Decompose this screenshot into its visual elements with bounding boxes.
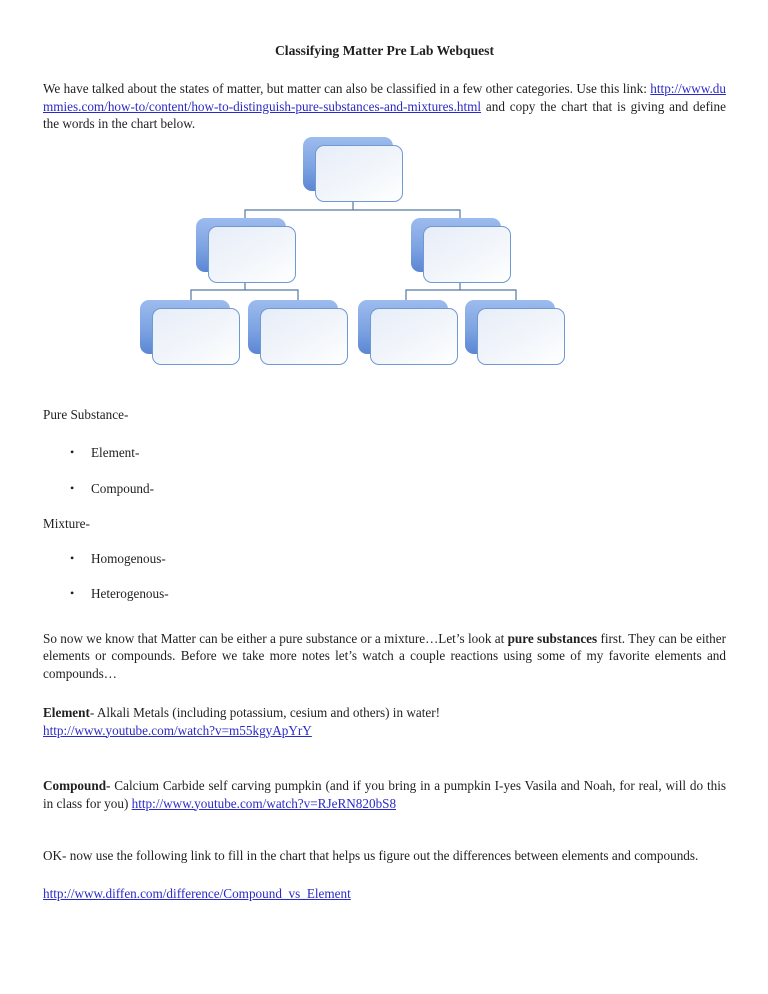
matter-paragraph: So now we know that Matter can be either… bbox=[43, 630, 726, 683]
element-text: - Alkali Metals (including potassium, ce… bbox=[89, 705, 441, 720]
intro-text-after: and copy the chart that is giving and de… bbox=[43, 98, 726, 132]
compound-text: Calcium Carbide self carving pumpkin (an… bbox=[43, 778, 726, 811]
chart-node-leaf-4 bbox=[465, 299, 565, 365]
matter-text-after: first. They can be either elements or co… bbox=[43, 630, 726, 681]
document-title: Classifying Matter Pre Lab Webquest bbox=[274, 43, 494, 58]
node-face bbox=[260, 307, 348, 365]
classification-org-chart bbox=[43, 136, 726, 369]
node-face bbox=[208, 225, 296, 283]
diffen-link[interactable]: http://www.diffen.com/difference/Compoun… bbox=[43, 885, 351, 901]
dummies-link[interactable]: http://www.dummies.com/how-to/content/ho… bbox=[43, 81, 726, 114]
chart-node-root bbox=[303, 136, 403, 202]
compound-paragraph: Compound- Calcium Carbide self carving p… bbox=[43, 777, 726, 812]
element-paragraph: Element- Alkali Metals (including potass… bbox=[43, 704, 726, 739]
bullet-marker: • bbox=[70, 550, 75, 565]
node-face bbox=[423, 225, 511, 283]
youtube-compound-link[interactable]: http://www.youtube.com/watch?v=RJeRN820b… bbox=[131, 795, 397, 811]
matter-text-before: So now we know that Matter can be either… bbox=[43, 630, 508, 646]
bullet-marker: • bbox=[70, 445, 75, 459]
node-face bbox=[370, 307, 458, 365]
list-item-heterogenous: • Heterogenous- bbox=[43, 585, 726, 603]
chart-node-leaf-2 bbox=[248, 299, 348, 365]
intro-text-before: We have talked about the states of matte… bbox=[43, 81, 651, 96]
diffen-paragraph: http://www.diffen.com/difference/Compoun… bbox=[43, 885, 726, 903]
list-item-compound: • Compound- bbox=[43, 480, 726, 498]
list-item-label: Heterogenous- bbox=[91, 586, 169, 601]
list-item-label: Element- bbox=[91, 445, 140, 460]
pure-substance-label: Pure Substance- bbox=[43, 406, 129, 422]
node-face bbox=[152, 307, 240, 365]
list-item-element: • Element- bbox=[43, 444, 726, 462]
bullet-marker: • bbox=[70, 586, 75, 600]
ok-paragraph: OK- now use the following link to fill i… bbox=[43, 848, 699, 863]
list-item-label: Compound- bbox=[91, 480, 155, 496]
document-page: Classifying Matter Pre Lab Webquest We h… bbox=[43, 43, 726, 903]
list-item-homogenous: • Homogenous- bbox=[43, 550, 726, 568]
org-chart-connector-lines bbox=[190, 201, 517, 308]
node-face bbox=[477, 307, 565, 365]
chart-node-leaf-3 bbox=[358, 299, 458, 365]
youtube-element-link[interactable]: http://www.youtube.com/watch?v=m55kgyApY… bbox=[43, 722, 312, 738]
chart-node-branch-right bbox=[411, 217, 511, 283]
bullet-marker: • bbox=[70, 480, 75, 495]
compound-bold: Compound- bbox=[43, 778, 111, 793]
node-face bbox=[315, 144, 403, 202]
list-item-label: Homogenous- bbox=[91, 550, 166, 566]
element-bold: Element bbox=[43, 705, 90, 720]
intro-paragraph: We have talked about the states of matte… bbox=[43, 80, 726, 133]
mixture-label: Mixture- bbox=[43, 516, 90, 531]
chart-node-branch-left bbox=[196, 217, 296, 283]
chart-node-leaf-1 bbox=[140, 299, 240, 365]
pure-substances-bold: pure substances bbox=[507, 630, 598, 646]
